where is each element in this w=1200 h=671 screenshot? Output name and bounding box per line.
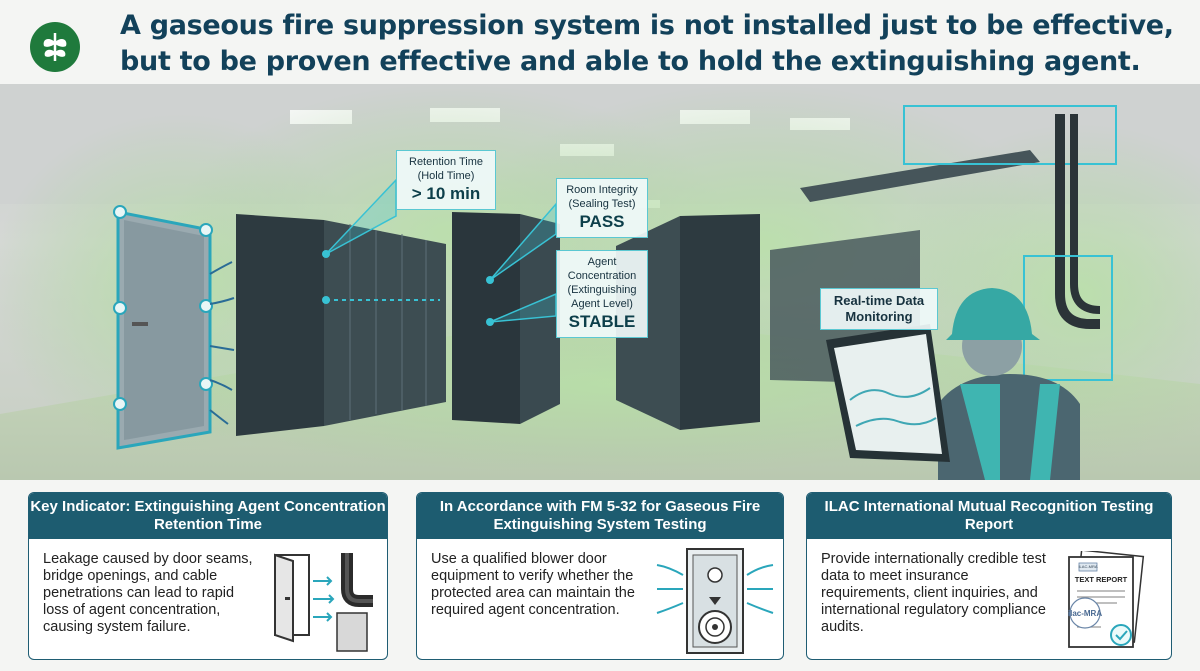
- ilac-mra-logo: ilac-MRA: [1067, 609, 1103, 618]
- agent-label: Agent Concentration (Extinguishing Agent…: [567, 256, 637, 310]
- headline-line-1: A gaseous fire suppression system is not…: [120, 10, 1174, 41]
- card-body: Leakage caused by door seams, bridge ope…: [43, 551, 253, 635]
- card-title: ILAC International Mutual Recognition Te…: [807, 493, 1171, 539]
- card-body: Use a qualified blower door equipment to…: [431, 551, 635, 618]
- badge-top: ILAC-MRA: [1078, 564, 1098, 569]
- headline-line-2: but to be proven effective and able to h…: [120, 46, 1141, 77]
- retention-label: Retention Time: [409, 156, 483, 168]
- integrity-label: Room Integrity: [566, 184, 638, 196]
- room-integrity-callout: Room Integrity (Sealing Test) PASS: [556, 178, 648, 238]
- realtime-label: Real-time Data Monitoring: [833, 293, 925, 324]
- page-title: A gaseous fire suppression system is not…: [120, 8, 1180, 80]
- blower-door-icon: [656, 548, 774, 654]
- agent-concentration-callout: Agent Concentration (Extinguishing Agent…: [556, 250, 648, 338]
- door-pipe-leak-icon: [274, 553, 373, 652]
- retention-time-callout: Retention Time (Hold Time) > 10 min: [396, 150, 496, 210]
- server-room-scene: Retention Time (Hold Time) > 10 min Room…: [0, 84, 1200, 480]
- key-indicator-card: Key Indicator: Extinguishing Agent Conce…: [28, 492, 388, 660]
- header: A gaseous fire suppression system is not…: [0, 0, 1200, 84]
- fm-5-32-card: In Accordance with FM 5-32 for Gaseous F…: [416, 492, 784, 660]
- card-title: Key Indicator: Extinguishing Agent Conce…: [29, 493, 387, 539]
- card-title: In Accordance with FM 5-32 for Gaseous F…: [417, 493, 783, 539]
- test-report-icon: ILAC-MRA TEXT REPORT ilac-MRA: [1057, 551, 1153, 655]
- integrity-value: PASS: [579, 212, 625, 231]
- ilac-report-card: ILAC International Mutual Recognition Te…: [806, 492, 1172, 660]
- leaf-logo-icon: [30, 22, 80, 72]
- report-label: TEXT REPORT: [1074, 575, 1128, 584]
- agent-value: STABLE: [568, 312, 636, 331]
- retention-value: > 10 min: [411, 184, 481, 203]
- realtime-monitoring-callout: Real-time Data Monitoring: [820, 288, 938, 330]
- retention-sub: (Hold Time): [417, 170, 475, 182]
- card-body: Provide internationally credible test da…: [821, 551, 1046, 635]
- integrity-sub: (Sealing Test): [568, 198, 636, 210]
